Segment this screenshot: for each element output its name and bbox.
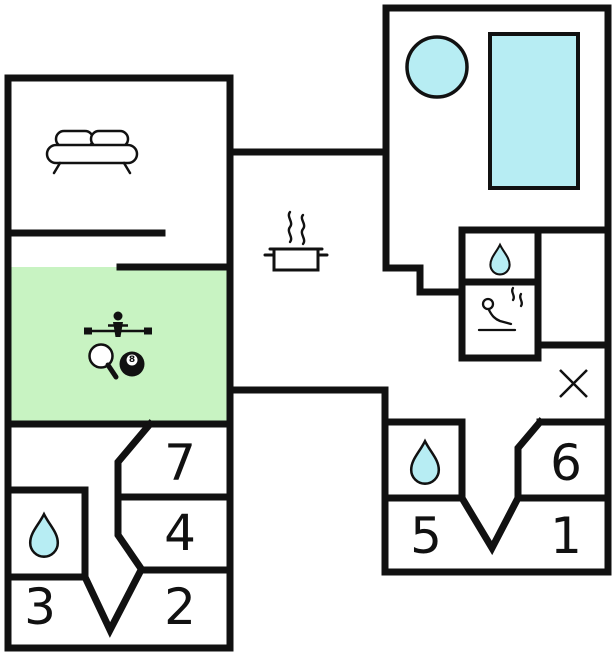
room7-room4-walls: [114, 419, 234, 574]
sauna-block-walls: [458, 226, 612, 362]
games-room-highlight: [8, 267, 230, 424]
sauna-person-head: [481, 297, 495, 311]
sauna-steam-2: [519, 292, 523, 308]
steam-line-2: [300, 213, 306, 246]
sofa-icon: [45, 129, 139, 175]
x-mark-lines: [559, 369, 588, 398]
room-7-label: 7: [164, 434, 196, 492]
games-icons: 8: [84, 311, 152, 380]
room-labels: 7 4 2 3 5 1 6: [24, 434, 582, 636]
foosball-player-head: [113, 311, 123, 321]
sofa-seat: [45, 143, 139, 165]
eight-ball-circle: [126, 354, 138, 366]
right-wing-outline: [228, 4, 612, 576]
eight-ball-icon: 8: [119, 351, 145, 377]
water-drop-icon: [489, 243, 511, 276]
room-1-label: 1: [550, 507, 582, 565]
sauna-icon: [477, 286, 523, 332]
foosball-player-icon: [84, 311, 152, 337]
room5-walls: [381, 418, 523, 556]
sauna-person-body: [487, 308, 513, 326]
water-drop-icon: [409, 439, 441, 485]
water-drop-icon: [28, 512, 60, 558]
room-6-label: 6: [550, 434, 582, 492]
x-mark-icon: [559, 369, 588, 398]
pot-rim-handles: [263, 247, 329, 257]
left-wing-outline: [4, 74, 234, 652]
left-interior-walls: [4, 229, 234, 428]
sauna-steam-1: [511, 286, 515, 302]
room6-walls: [514, 417, 612, 502]
room-5-label: 5: [410, 507, 442, 565]
paddle-face: [88, 343, 114, 369]
hot-tub: [405, 35, 469, 99]
steam-line-1: [287, 210, 293, 244]
sofa-legs: [52, 161, 132, 175]
room-3-label: 3: [24, 578, 56, 636]
room-2-label: 2: [164, 578, 196, 636]
pot-body: [272, 247, 320, 272]
paddle-handle: [105, 362, 119, 380]
room-4-label: 4: [164, 504, 196, 562]
steaming-pot-icon: [263, 210, 329, 272]
swimming-pool: [488, 32, 580, 190]
eight-ball-number: 8: [129, 355, 135, 365]
walls: [4, 4, 612, 652]
foosball-handle-right: [144, 327, 152, 335]
room3-walls: [4, 486, 145, 638]
foosball-handle-left: [84, 327, 92, 335]
paddle-icon: [88, 343, 119, 380]
